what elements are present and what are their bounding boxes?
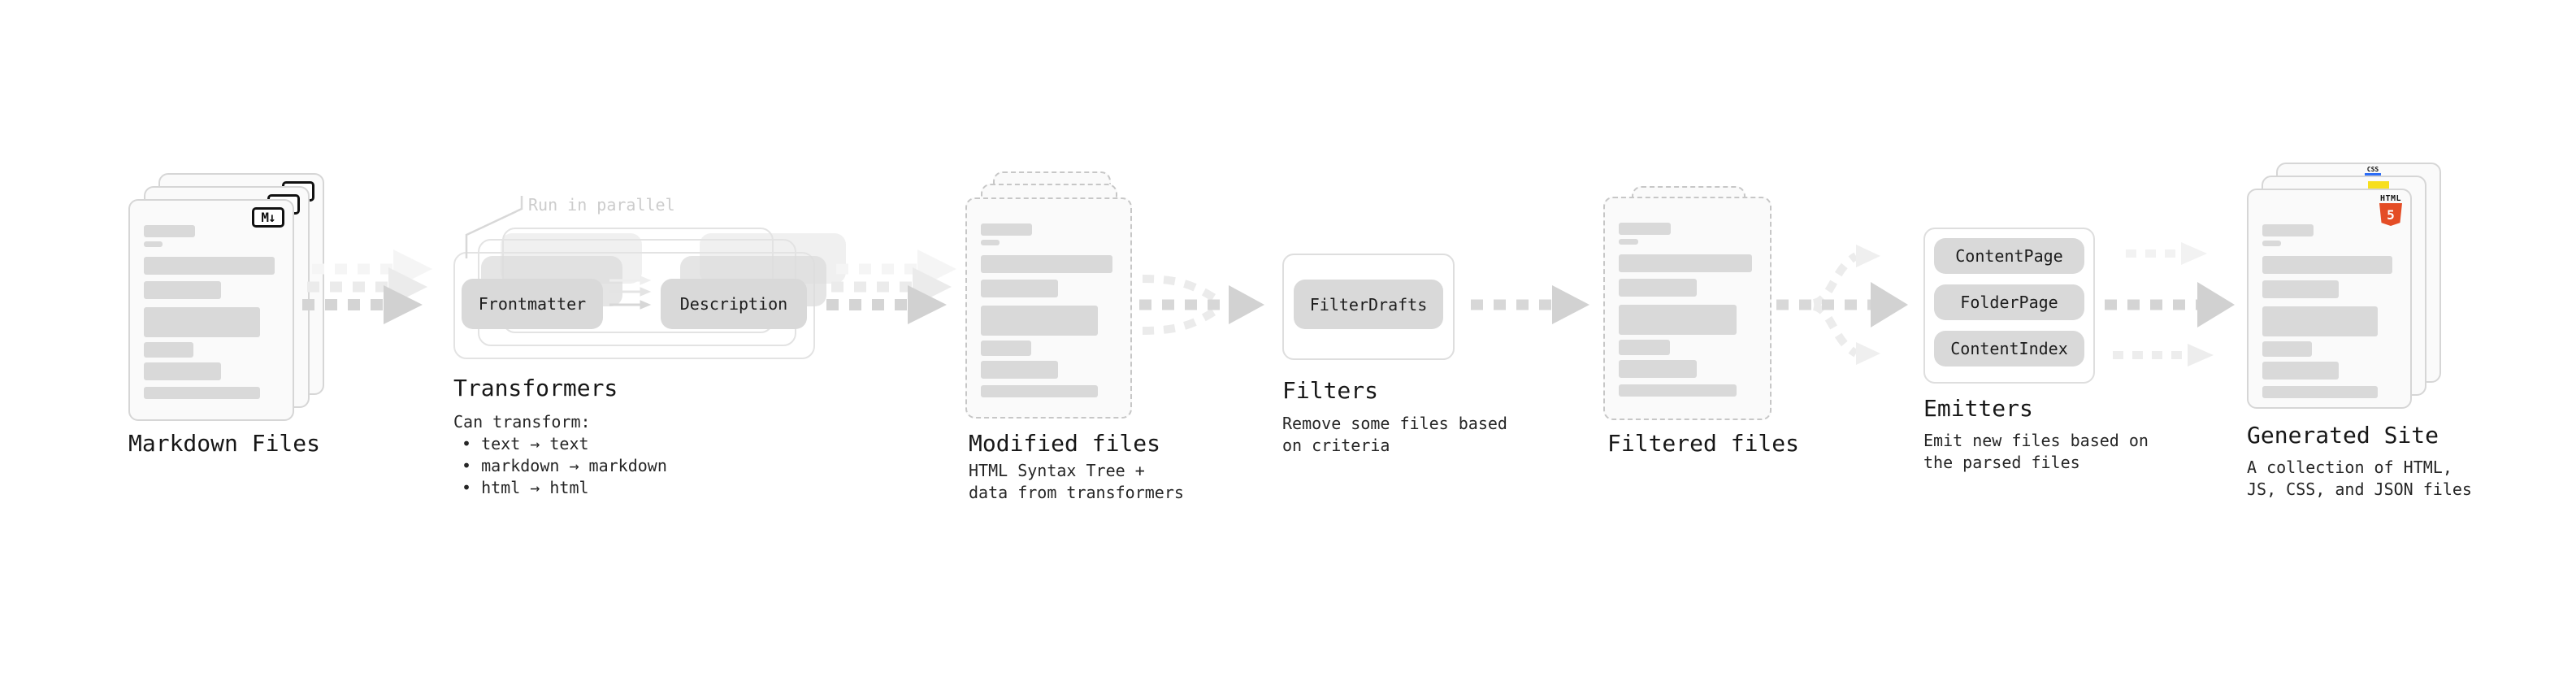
filters-description: Remove some files based on criteria xyxy=(1282,413,1507,457)
html5-icon: HTML 5 xyxy=(2379,194,2402,226)
can-transform-title: Can transform: xyxy=(453,412,591,432)
doc-content-bars xyxy=(2262,224,2396,398)
arrow-emitters-to-site xyxy=(2105,242,2235,367)
desc-line: data from transformers xyxy=(969,483,1184,502)
arrow-markdown-to-transformers xyxy=(302,249,432,324)
emitter-node-folderpage: FolderPage xyxy=(1934,284,2084,320)
transform-bullet: • html → html xyxy=(462,478,589,497)
arrow-filtered-to-emitters xyxy=(1776,245,1908,365)
run-in-parallel-annotation: Run in parallel xyxy=(528,195,675,215)
site-file-card-front: HTML 5 xyxy=(2247,189,2412,409)
html5-icon-shield: 5 xyxy=(2379,203,2402,226)
filter-node-filterdrafts: FilterDrafts xyxy=(1294,280,1443,329)
desc-line: the parsed files xyxy=(1923,453,2080,472)
desc-line: Remove some files based xyxy=(1282,414,1507,433)
doc-content-bars xyxy=(144,225,279,399)
arrow-filters-to-filtered xyxy=(1471,285,1589,324)
arrow-modified-to-filters xyxy=(1139,275,1264,335)
modified-file-card-front xyxy=(965,197,1132,419)
emitter-node-contentpage: ContentPage xyxy=(1934,238,2084,274)
transform-bullet: • markdown → markdown xyxy=(462,456,667,475)
emitters-description: Emit new files based on the parsed files xyxy=(1923,430,2149,474)
html5-icon-text: HTML xyxy=(2379,194,2402,203)
markdown-icon: M↓ xyxy=(252,207,284,228)
arrow-transformers-to-modified xyxy=(826,249,956,324)
transformers-label: Transformers xyxy=(453,375,618,401)
doc-content-bars xyxy=(981,223,1117,397)
filtered-file-card-front xyxy=(1603,197,1772,420)
desc-line: A collection of HTML, xyxy=(2247,458,2452,477)
modified-files-description: HTML Syntax Tree + data from transformer… xyxy=(969,460,1184,504)
emitters-label: Emitters xyxy=(1923,395,2033,422)
transform-bullet: • text → text xyxy=(462,434,589,453)
css-file-icon: CSS xyxy=(2365,167,2381,176)
javascript-file-icon xyxy=(2368,181,2389,190)
transformer-node-frontmatter: Frontmatter xyxy=(462,279,603,329)
markdown-files-label: Markdown Files xyxy=(128,430,321,457)
desc-line: on criteria xyxy=(1282,436,1390,455)
transformer-node-description: Description xyxy=(661,279,807,329)
transformers-description: Can transform: • text → text • markdown … xyxy=(453,411,667,499)
run-in-parallel-connector-line xyxy=(465,196,523,258)
filters-label: Filters xyxy=(1282,377,1379,404)
desc-line: HTML Syntax Tree + xyxy=(969,461,1145,480)
generated-site-label: Generated Site xyxy=(2247,422,2439,449)
modified-files-label: Modified files xyxy=(969,430,1161,457)
desc-line: JS, CSS, and JSON files xyxy=(2247,479,2472,499)
frontmatter-to-description-arrows xyxy=(609,275,652,310)
doc-content-bars xyxy=(1619,223,1756,397)
generated-site-description: A collection of HTML, JS, CSS, and JSON … xyxy=(2247,457,2472,501)
markdown-file-card-front: M↓ xyxy=(128,199,294,421)
emitter-node-contentindex: ContentIndex xyxy=(1934,331,2084,367)
desc-line: Emit new files based on xyxy=(1923,431,2149,450)
filtered-files-label: Filtered files xyxy=(1607,430,1800,457)
